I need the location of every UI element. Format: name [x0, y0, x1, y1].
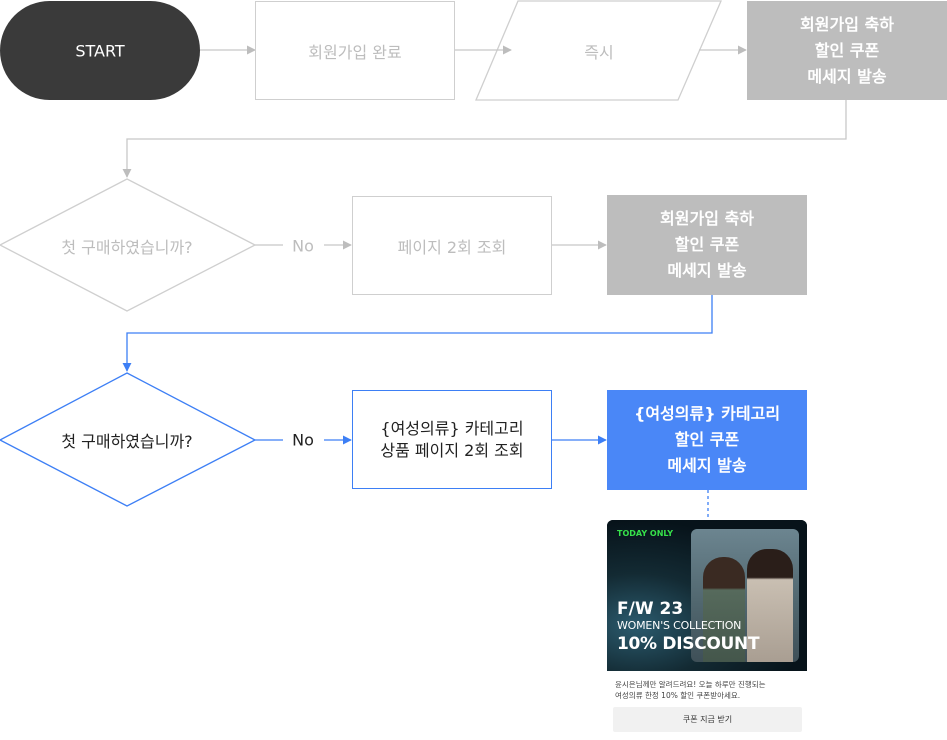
no-label-2: No — [292, 430, 314, 450]
decision-label-2: 첫 구매하였습니까? — [61, 432, 193, 451]
send-message-box-3: {여성의류} 카테고리 할인 쿠폰 메세지 발송 — [607, 390, 807, 490]
promo-subtitle: WOMEN'S COLLECTION — [617, 619, 742, 632]
model-figure-left — [703, 557, 745, 662]
immediately-parallelogram — [475, 0, 722, 101]
send-message-label-3: {여성의류} 카테고리 할인 쿠폰 메세지 발송 — [633, 404, 781, 475]
promo-title: F/W 23 — [617, 599, 684, 619]
today-only-badge: TODAY ONLY — [617, 529, 674, 538]
models-photo — [691, 529, 799, 662]
promo-discount: 10% DISCOUNT — [617, 634, 760, 654]
promo-banner-image: TODAY ONLY F/W 23 WOMEN'S COLLECTION 10%… — [607, 520, 807, 671]
immediately-label: 즉시 — [584, 43, 614, 62]
signup-complete-label: 회원가입 완료 — [308, 42, 402, 62]
decision-label-1: 첫 구매하였습니까? — [61, 238, 193, 257]
decision-diamond-2 — [0, 372, 257, 507]
decision-diamond-1 — [0, 178, 257, 312]
connector-send2-to-decision2 — [122, 295, 713, 372]
process-box-2: {여성의류} 카테고리 상품 페이지 2회 조회 — [352, 390, 552, 489]
model-figure-right — [747, 549, 793, 662]
process-box-1: 페이지 2회 조회 — [352, 196, 552, 295]
send-message-label-1: 회원가입 축하 할인 쿠폰 메세지 발송 — [800, 14, 894, 86]
start-label: START — [75, 41, 125, 61]
send-message-label-2: 회원가입 축하 할인 쿠폰 메세지 발송 — [660, 209, 754, 280]
send-message-box-1: 회원가입 축하 할인 쿠폰 메세지 발송 — [747, 1, 947, 100]
send-message-box-2: 회원가입 축하 할인 쿠폰 메세지 발송 — [607, 195, 807, 295]
promo-description: 윤시은님께만 알려드려요! 오늘 하루만 진행되는 여성의류 한정 10% 할인… — [615, 680, 766, 700]
process-label-1: 페이지 2회 조회 — [397, 237, 507, 257]
connector-send1-to-decision1 — [122, 100, 847, 178]
no-label-1: No — [292, 236, 314, 256]
process-label-2: {여성의류} 카테고리 상품 페이지 2회 조회 — [380, 418, 524, 460]
start-terminal — [0, 1, 200, 100]
promo-message-card: TODAY ONLY F/W 23 WOMEN'S COLLECTION 10%… — [607, 520, 807, 740]
signup-complete-box: 회원가입 완료 — [255, 1, 455, 100]
get-coupon-button[interactable]: 쿠폰 지금 받기 — [613, 707, 802, 732]
